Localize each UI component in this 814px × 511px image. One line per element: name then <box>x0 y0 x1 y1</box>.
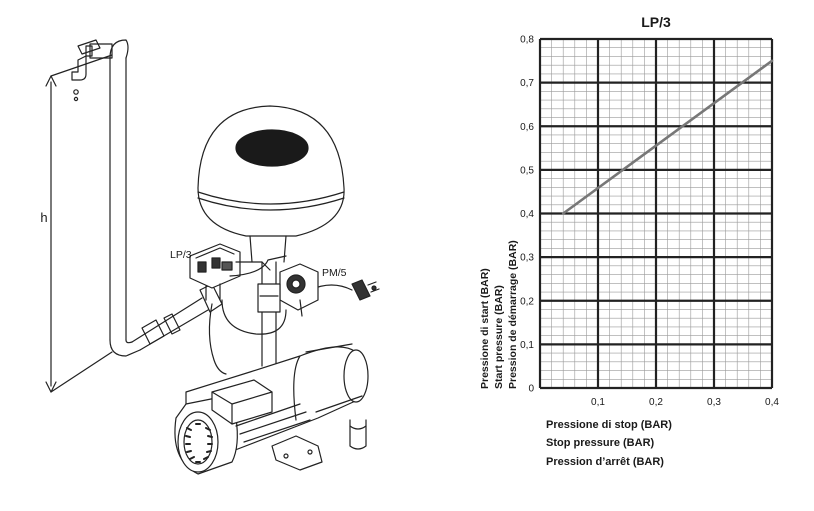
pump-installation-illustration: h <box>40 39 380 475</box>
y-tick-label: 0,1 <box>520 340 534 351</box>
x-axis-label-line: Stop pressure (BAR) <box>546 437 655 449</box>
y-axis-label-line: Pressione di start (BAR) <box>479 268 491 389</box>
pressure-tank <box>197 105 345 263</box>
x-axis-label-line: Pressione di stop (BAR) <box>546 419 672 431</box>
y-axis-label-line: Pression de démarrage (BAR) <box>507 240 519 389</box>
chart-x-axis-label: Pressione di stop (BAR) Stop pressure (BA… <box>546 419 672 468</box>
motor-housing <box>174 379 311 475</box>
x-axis-label-line: Pression d’arrêt (BAR) <box>546 456 664 468</box>
chart-title: LP/3 <box>641 14 671 30</box>
y-tick-label: 0,2 <box>520 296 534 307</box>
x-tick-label: 0,1 <box>591 397 605 408</box>
chart-y-axis-label: Pressione di start (BAR)Start pressure (… <box>479 240 519 389</box>
y-tick-label: 0,3 <box>520 253 534 264</box>
chart-major-grid <box>540 37 774 388</box>
horizontal-pipe <box>109 283 223 357</box>
faucet-icon <box>71 39 101 102</box>
switch-label: LP/3 <box>170 249 192 261</box>
y-tick-label: 0,4 <box>520 209 534 220</box>
series-line <box>561 59 774 215</box>
chart-x-ticks: 0,1 0,2 0,3 0,4 <box>591 397 779 408</box>
y-tick-label: 0 <box>528 384 534 395</box>
height-label: h <box>40 210 47 225</box>
x-tick-label: 0,2 <box>649 397 663 408</box>
x-tick-label: 0,3 <box>707 397 721 408</box>
y-axis-label-line: Start pressure (BAR) <box>493 285 505 389</box>
height-dimension-line <box>45 54 113 393</box>
motor-fan-grille-icon <box>185 423 213 463</box>
chart-series <box>561 59 774 215</box>
pm5-unit <box>279 263 319 317</box>
riser-pipe <box>257 261 281 367</box>
pressure-chart: LP/3 0 0,1 0,2 0,3 0,4 0,5 0,6 0,7 0,8 0,1 0,2 0,3… <box>479 14 779 468</box>
y-tick-label: 0,7 <box>520 78 534 89</box>
pump-base <box>271 435 323 471</box>
y-tick-label: 0,8 <box>520 35 534 46</box>
x-tick-label: 0,4 <box>765 397 779 408</box>
vertical-pipe <box>85 39 129 341</box>
chart-y-ticks: 0 0,1 0,2 0,3 0,4 0,5 0,6 0,7 0,8 <box>520 35 534 395</box>
plug-label: PM/5 <box>322 267 347 279</box>
chart-axes <box>538 39 772 390</box>
plug-icon <box>351 279 380 301</box>
y-tick-label: 0,6 <box>520 122 534 133</box>
y-tick-label: 0,5 <box>520 165 534 176</box>
